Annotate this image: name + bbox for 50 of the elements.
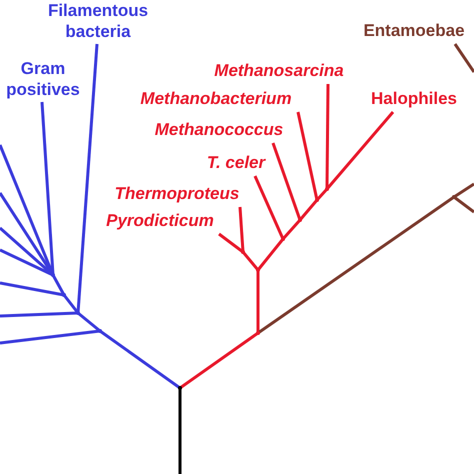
taxon-label: Methanosarcina [198,60,360,84]
tree-branch [316,188,328,201]
branch-point [298,218,302,222]
taxon-label: Halophiles [358,88,470,112]
branch-point [452,195,456,199]
tree-branch [282,219,302,240]
tree-branch [99,330,181,390]
tree-branch [454,43,474,73]
tree-branch [256,238,284,271]
tree-branch [62,294,80,314]
tree-branch [453,196,474,214]
taxon-label: Entamoebae [354,20,474,44]
branch-point [98,329,102,333]
tree-branch [326,84,330,190]
taxon-label: Methanobacterium [118,88,314,112]
tree-branch [0,248,54,276]
taxon-label: Filamentous bacteria [38,0,158,44]
taxon-label: T. celer [196,152,276,176]
branch-point [241,250,245,254]
branch-point [256,331,260,335]
taxon-label: Gram positives [0,58,86,102]
tree-branch [40,102,54,276]
branch-point [178,386,182,390]
tree-branch [178,388,182,474]
tree-branch [242,251,260,271]
tree-branch [256,270,260,333]
branch-point [51,273,55,277]
taxon-label: Methanococcus [136,119,302,143]
tree-branch [77,312,101,332]
tree-branch [272,142,302,220]
tree-branch [257,196,455,334]
branch-point [281,237,285,241]
branch-point [325,187,329,191]
tree-branch [296,112,318,200]
tree-branch [0,312,78,318]
branch-point [315,198,319,202]
branch-point [62,293,66,297]
taxon-label: Thermoproteus [98,183,256,207]
tree-branch [254,175,284,240]
taxon-label: Pyrodicticum [90,210,230,234]
tree-branch [76,44,98,314]
tree-branch [453,182,474,198]
tree-branch [298,199,318,221]
tree-branch [0,282,64,296]
tree-branch [238,206,244,252]
tree-branch [52,274,66,296]
tree-branch [218,232,244,254]
tree-branch [0,330,100,344]
tree-branch [326,111,394,190]
tree-branch [179,332,259,390]
